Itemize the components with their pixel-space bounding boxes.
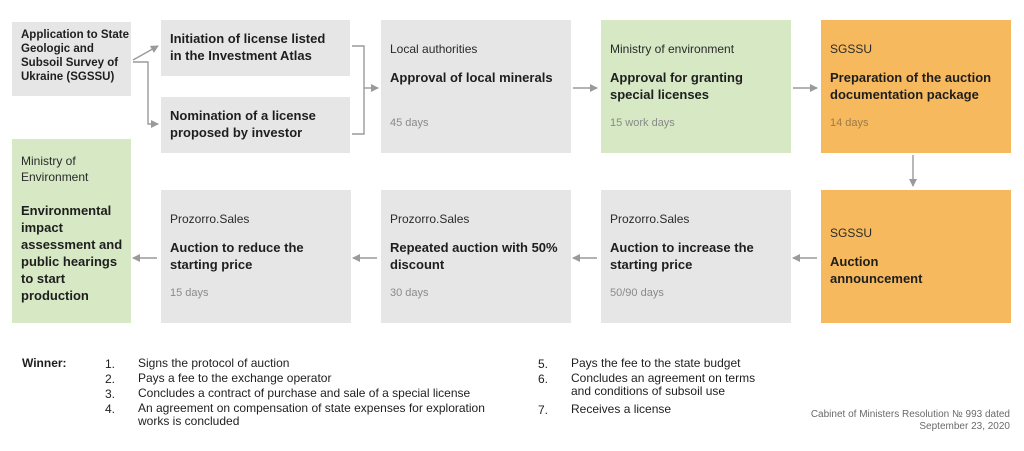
reduce-title: Auction to reduce the starting price [170,240,304,272]
winner-item-3-num: 3. [105,387,116,401]
ministry-eia-title: Environmental impact assessment and publ… [21,203,123,303]
winner-item-1-text: Signs the protocol of auction [138,356,290,370]
ministry-eia-org: Ministry of Environment [21,154,89,184]
increase-title: Auction to increase the starting price [610,240,754,272]
reduce-box: Prozorro.Sales Auction to reduce the sta… [161,190,351,323]
repeated-duration: 30 days [390,287,429,299]
application-box: Application to State Geologic and Subsoi… [12,22,131,96]
ministry-eia-box: Ministry of Environment Environmental im… [12,139,131,323]
sgssu-prep-box: SGSSU Preparation of the auction documen… [821,20,1011,153]
winner-item-2-text: Pays a fee to the exchange operator [138,371,332,385]
winner-label: Winner: [22,356,67,370]
initiation-box: Initiation of license listed in the Inve… [161,20,350,76]
local-authorities-box: Local authorities Approval of local mine… [381,20,571,153]
ministry-approval-org: Ministry of environment [610,42,735,56]
repeated-org: Prozorro.Sales [390,212,470,226]
ministry-approval-box: Ministry of environment Approval for gra… [601,20,791,153]
repeated-title: Repeated auction with 50% discount [390,240,558,272]
ministry-approval-duration: 15 work days [610,117,675,129]
initiation-title: Initiation of license listed in the Inve… [170,31,326,63]
local-org: Local authorities [390,42,478,56]
winner-item-5-text: Pays the fee to the state budget [571,356,741,370]
nomination-box: Nomination of a license proposed by inve… [161,97,350,153]
winner-item-1-num: 1. [105,357,116,371]
increase-duration: 50/90 days [610,287,664,299]
winner-item-2-num: 2. [105,372,116,386]
winner-item-4-text: An agreement on compensation of state ex… [138,401,485,428]
sgssu-prep-title: Preparation of the auction documentation… [830,70,992,102]
local-duration: 45 days [390,117,429,129]
sgssu-prep-duration: 14 days [830,117,869,129]
increase-org: Prozorro.Sales [610,212,690,226]
winner-item-7-text: Receives a license [571,402,672,416]
winner-item-4-num: 4. [105,402,116,416]
sgssu-announce-title: Auction announcement [830,254,923,286]
increase-box: Prozorro.Sales Auction to increase the s… [601,190,791,323]
sgssu-announce-org: SGSSU [830,226,873,240]
ministry-approval-title: Approval for granting special licenses [610,70,743,102]
winner-item-6-num: 6. [538,372,549,386]
winner-item-3-text: Concludes a contract of purchase and sal… [138,386,471,400]
winner-item-5-num: 5. [538,357,549,371]
winner-item-6-text: Concludes an agreement on terms and cond… [571,371,756,398]
winner-item-7-num: 7. [538,403,549,417]
application-title: Application to State Geologic and Subsoi… [21,29,129,83]
reduce-org: Prozorro.Sales [170,212,250,226]
reduce-duration: 15 days [170,287,209,299]
bracket-initiation-nomination [352,45,365,135]
local-title: Approval of local minerals [390,70,553,85]
footnote: Cabinet of Ministers Resolution № 993 da… [810,409,1010,432]
arrow-application-to-initiation [132,45,159,61]
sgssu-announce-box: SGSSU Auction announcement [821,190,1011,323]
repeated-box: Prozorro.Sales Repeated auction with 50%… [381,190,571,323]
sgssu-prep-org: SGSSU [830,42,873,56]
nomination-title: Nomination of a license proposed by inve… [170,108,316,140]
arrow-application-to-nomination [133,61,159,128]
